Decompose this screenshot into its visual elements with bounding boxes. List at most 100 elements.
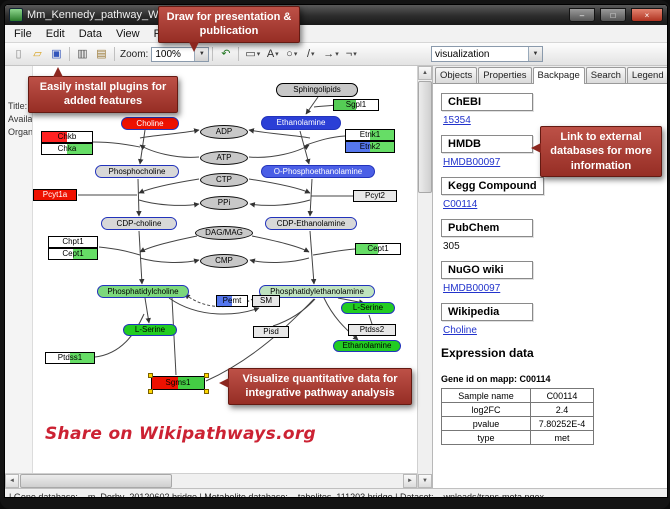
callout-visualize-data: Visualize quantitative data for integrat… [219,368,412,405]
pathway-node-cept1[interactable]: Cept1 [355,243,401,255]
undo-icon: ↶ [221,47,231,60]
backpage-section-header: NuGO wiki [441,261,533,279]
connector-tool-button[interactable]: ¬▾ [342,45,361,63]
dropdown-arrow-icon: ▾ [335,51,339,58]
pathway-node-chkb[interactable]: Chkb [41,131,93,143]
pathway-node-ptdss2[interactable]: Ptdss2 [348,324,396,336]
new-file-button[interactable]: ▯ [9,45,28,63]
pathway-node-ptdss1[interactable]: Ptdss1 [45,352,95,364]
pathway-node-etnk2[interactable]: Etnk2 [345,141,395,153]
minimize-button[interactable]: – [569,8,595,22]
datanode-tool-icon: ▭ [245,47,256,60]
visualization-dropdown-icon[interactable]: ▼ [528,47,542,61]
external-db-link[interactable]: C00114 [443,199,478,210]
selection-handle[interactable] [204,389,209,394]
tab-legend[interactable]: Legend [626,67,667,83]
datanode-tool-button[interactable]: ▭▾ [242,45,263,63]
pathway-node-dag-mag[interactable]: DAG/MAG [195,226,253,240]
toolbar-separator [69,47,70,61]
pathway-node-l-serine[interactable]: L-Serine [123,324,177,336]
menu-edit[interactable]: Edit [45,27,65,40]
external-db-link[interactable]: HMDB00097 [443,157,501,168]
pathway-edge [139,128,200,139]
save-button[interactable]: ▣ [47,45,66,63]
pathway-node-ethanolamine[interactable]: Ethanolamine [333,340,401,352]
selection-handle[interactable] [204,373,209,378]
pathway-node-ctp[interactable]: CTP [200,173,248,187]
pathway-node-cmp[interactable]: CMP [200,254,248,268]
gene-id-line: Gene id on mapp: C00114 [441,374,551,384]
shape-tool-button[interactable]: ○▾ [282,45,301,63]
menu-data[interactable]: Data [78,27,102,40]
toolbar: ▯▱▣▥▤ Zoom: 100% ▼ ↶▭▾A▾○▾/▾→▾¬▾ visuali… [5,43,667,66]
pathway-node-chka[interactable]: Chka [41,143,93,155]
scroll-up-icon[interactable]: ▲ [418,66,432,80]
label-tool-button[interactable]: A▾ [263,45,282,63]
pathway-node-ppi[interactable]: PPi [200,196,248,210]
pathway-node-pemt[interactable]: Pemt [216,295,248,307]
open-folder-button[interactable]: ▱ [28,45,47,63]
pathway-edges [78,96,373,382]
app-window: Mm_Kennedy_pathway_WP1771_45176.gp... – … [4,4,668,498]
vertical-scrollbar[interactable]: ▲ ▼ [417,66,432,488]
pathway-node-atp[interactable]: ATP [200,151,248,165]
undo-button[interactable]: ↶ [216,45,235,63]
pathway-node-phosphatidylcholine[interactable]: Phosphatidylcholine [97,285,189,298]
pathway-node-pcyt2[interactable]: Pcyt2 [353,190,397,202]
horizontal-scroll-thumb[interactable] [20,474,172,488]
menu-file[interactable]: File [14,27,32,40]
paste-button[interactable]: ▤ [92,45,111,63]
line-tool-button[interactable]: /▾ [301,45,320,63]
pathway-node-sgms1[interactable]: Sgms1 [148,373,209,394]
external-db-link[interactable]: 15354 [443,115,471,126]
connector-tool-icon: ¬ [345,47,353,60]
pathway-node-sgpl1[interactable]: Sgpl1 [333,99,379,111]
selection-handle[interactable] [148,373,153,378]
tab-backpage[interactable]: Backpage [532,67,585,84]
scroll-down-icon[interactable]: ▼ [418,474,432,488]
scroll-right-icon[interactable]: ► [403,474,417,488]
external-db-link[interactable]: HMDB00097 [443,283,501,294]
pathway-node-phosphocholine[interactable]: Phosphocholine [95,165,179,178]
pathway-node-etnk1[interactable]: Etnk1 [345,129,395,141]
copy-button[interactable]: ▥ [73,45,92,63]
maximize-button[interactable]: □ [600,8,626,22]
arrow-tool-button[interactable]: →▾ [320,45,342,63]
pathway-node-o-phosphoethanolamine[interactable]: O-Phosphoethanolamine [261,165,375,178]
pathway-node-sm[interactable]: SM [252,295,280,307]
tab-search[interactable]: Search [585,67,626,83]
close-button[interactable]: × [631,8,663,22]
title-bar[interactable]: Mm_Kennedy_pathway_WP1771_45176.gp... – … [5,5,667,25]
external-db-link[interactable]: Choline [443,325,477,336]
pathway-node-cept1[interactable]: Cept1 [48,248,98,260]
zoom-combo[interactable]: 100% ▼ [151,46,210,62]
pathway-node-cdp-ethanolamine[interactable]: CDP-Ethanolamine [265,217,357,230]
pathway-node-sphingolipids[interactable]: Sphingolipids [276,83,358,97]
pathway-node-ethanolamine[interactable]: Ethanolamine [261,116,341,130]
share-annotation: Share on Wikipathways.org [45,424,316,444]
backpage-section-header: PubChem [441,219,533,237]
horizontal-scrollbar[interactable]: ◄ ► [5,473,417,488]
pathway-node-choline[interactable]: Choline [121,117,179,130]
pathway-node-pcyt1a[interactable]: Pcyt1a [33,189,77,201]
pathway-node-chpt1[interactable]: Chpt1 [48,236,98,248]
pathway-node-adp[interactable]: ADP [200,125,248,139]
tab-properties[interactable]: Properties [478,67,532,83]
pathway-node-pisd[interactable]: Pisd [253,326,289,338]
expression-table-cell: type [441,430,531,445]
selection-handle[interactable] [148,389,153,394]
pathway-node-l-serine[interactable]: L-Serine [341,302,395,314]
pathway-node-cdp-choline[interactable]: CDP-choline [101,217,177,230]
scroll-left-icon[interactable]: ◄ [5,474,19,488]
pathway-node-phosphatidylethanolamine[interactable]: Phosphatidylethanolamine [259,285,375,298]
menu-view[interactable]: View [115,27,140,40]
backpage-section-header: Wikipedia [441,303,533,321]
tab-objects[interactable]: Objects [435,67,478,83]
app-icon [9,8,23,22]
vertical-scroll-thumb[interactable] [418,81,432,193]
pathway-edge [249,199,311,208]
visualization-combo[interactable]: visualization ▼ [431,46,543,62]
